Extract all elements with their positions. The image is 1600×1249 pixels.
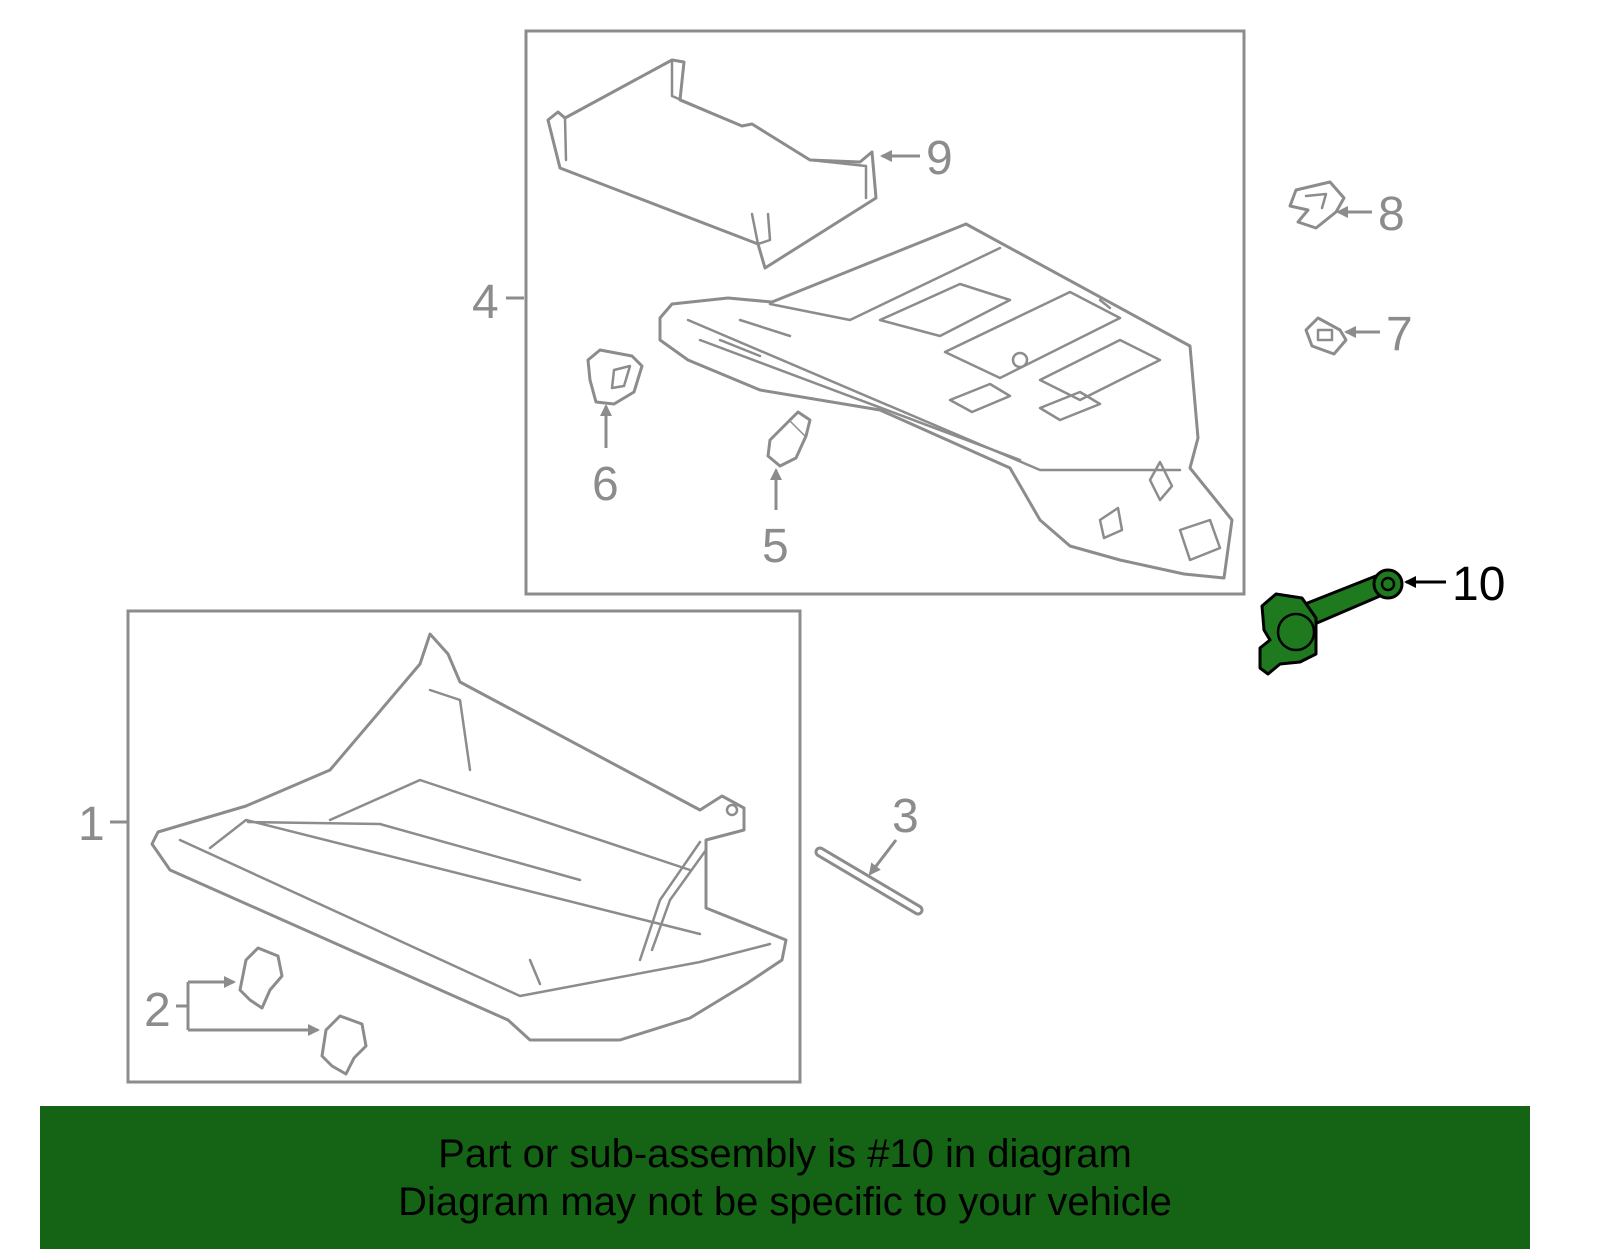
leader-lines bbox=[110, 150, 1446, 1036]
bracket-icon bbox=[546, 58, 878, 270]
housing-icon bbox=[658, 222, 1234, 580]
callout-9: 9 bbox=[926, 132, 953, 185]
callout-2: 2 bbox=[144, 984, 171, 1037]
callout-1: 1 bbox=[78, 798, 105, 851]
callout-10: 10 bbox=[1452, 558, 1505, 611]
callout-8: 8 bbox=[1378, 188, 1405, 241]
clip-icon bbox=[1304, 316, 1348, 356]
info-banner: Part or sub-assembly is #10 in diagram D… bbox=[40, 1106, 1530, 1249]
clip-icon bbox=[586, 348, 644, 406]
bumper-icon bbox=[238, 946, 368, 1076]
clip-icon bbox=[1288, 180, 1346, 230]
arrow-icon bbox=[868, 839, 898, 876]
callout-3: 3 bbox=[892, 790, 919, 843]
banner-line-1: Part or sub-assembly is #10 in diagram bbox=[438, 1131, 1132, 1176]
glove-box-icon bbox=[150, 632, 788, 1042]
banner-line-2: Diagram may not be specific to your vehi… bbox=[398, 1179, 1172, 1224]
callout-6: 6 bbox=[592, 458, 619, 511]
callout-7: 7 bbox=[1386, 308, 1413, 361]
callout-4: 4 bbox=[472, 276, 499, 329]
housing-assembly-frame bbox=[524, 29, 1246, 596]
glove-box-assembly-frame bbox=[126, 609, 802, 1084]
damper-icon bbox=[1258, 568, 1404, 676]
callout-5: 5 bbox=[762, 520, 789, 573]
rod-icon bbox=[814, 846, 924, 916]
bumper-icon bbox=[766, 410, 812, 468]
